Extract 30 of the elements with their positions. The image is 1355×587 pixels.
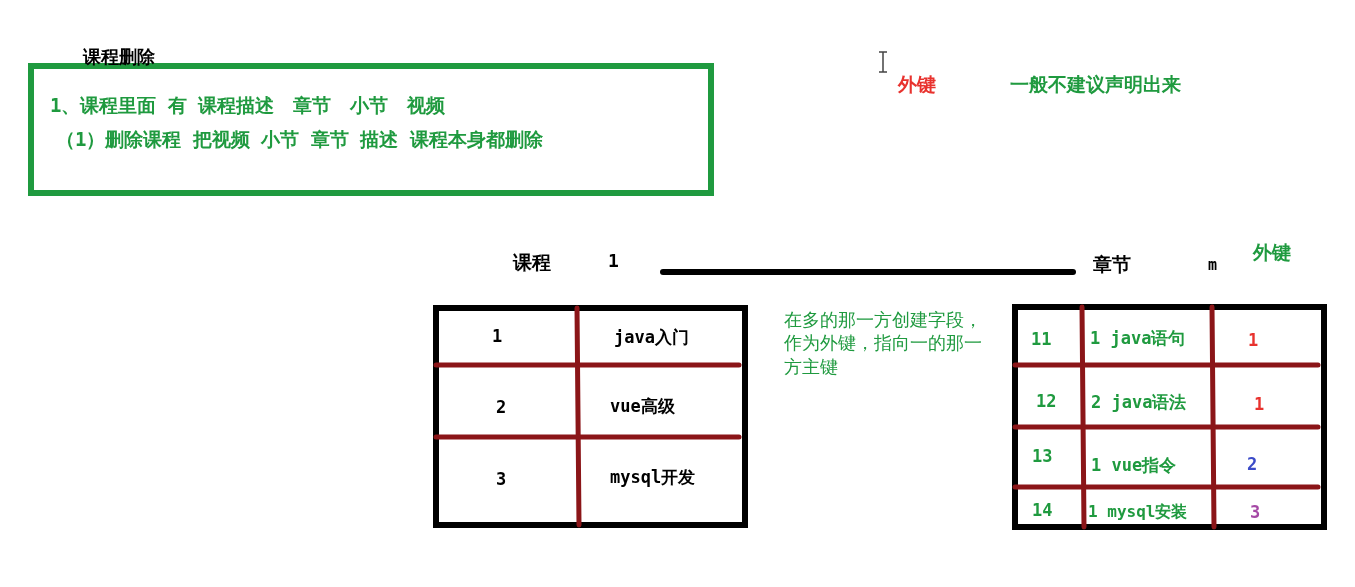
- annotation: 一般不建议声明出来: [1010, 72, 1181, 97]
- table-entry: 1 java语句: [1090, 327, 1186, 350]
- table-entry: 12: [1036, 391, 1057, 411]
- table-entry: 13: [1032, 446, 1053, 466]
- text: m: [1208, 256, 1218, 274]
- text: 1: [608, 250, 619, 271]
- heading: 课程删除: [83, 45, 155, 69]
- table-entry: 1 vue指令: [1091, 454, 1177, 477]
- relationship-line: [660, 269, 1076, 275]
- table-entry: 1: [1248, 330, 1259, 350]
- table-entry: 14: [1032, 500, 1053, 520]
- text: 章节: [1093, 252, 1131, 277]
- table-entry: 1 mysql安装: [1088, 502, 1188, 523]
- table-entry: 2: [496, 397, 507, 417]
- table-entry: mysql开发: [610, 466, 696, 489]
- annotation: 外键: [1253, 240, 1291, 265]
- table-entry: 2: [1247, 454, 1258, 474]
- table-entry: 2 java语法: [1091, 391, 1187, 414]
- text: 课程: [513, 250, 551, 275]
- table-entry: vue高级: [610, 395, 675, 418]
- table-entry: 11: [1031, 329, 1052, 349]
- table-entry: 1: [1254, 394, 1265, 414]
- text: （1）删除课程 把视频 小节 章节 描述 课程本身都删除: [56, 127, 543, 152]
- table-entry: 3: [1250, 502, 1261, 522]
- text: 1、课程里面 有 课程描述 章节 小节 视频: [50, 93, 446, 118]
- note-text: 在多的那一方创建字段，作为外键，指向一的那一方主键: [784, 308, 983, 379]
- annotation: 外键: [898, 72, 936, 97]
- table-entry: 1: [492, 326, 503, 346]
- table-entry: 3: [496, 469, 507, 489]
- table-entry: java入门: [614, 326, 689, 349]
